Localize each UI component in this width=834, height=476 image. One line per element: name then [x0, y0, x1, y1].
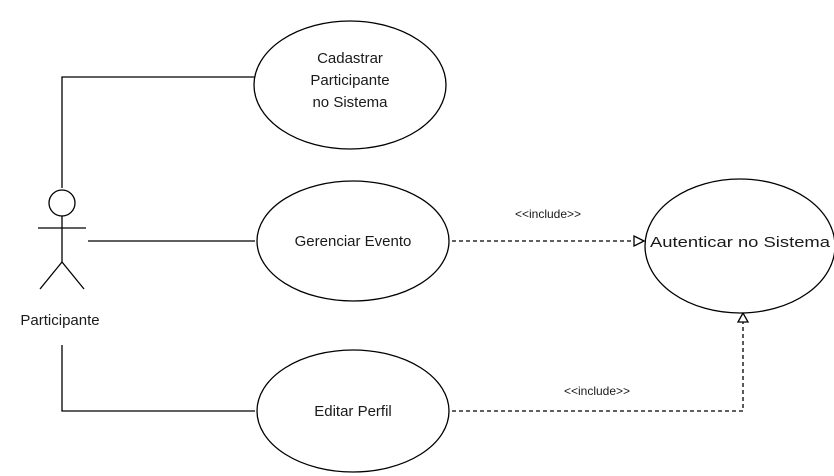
include-arrowhead-2: [736, 311, 750, 323]
use-case-cadastrar-line-1: Cadastrar: [317, 50, 383, 67]
include-label-1: <<include>>: [515, 207, 581, 221]
actor-participante: [38, 189, 86, 290]
association-editar: [61, 345, 255, 412]
include-line-editar-autenticar: [452, 321, 744, 412]
use-case-cadastrar-participante: [253, 20, 447, 150]
include-arrowhead-1: [633, 234, 646, 248]
association-cadastrar: [61, 76, 255, 188]
actor-right-leg: [61, 261, 85, 290]
actor-head: [48, 189, 76, 217]
use-case-cadastrar-line-2: Participante: [310, 72, 389, 89]
use-case-gerenciar-label: Gerenciar Evento: [295, 233, 412, 250]
use-case-cadastrar-line-3: no Sistema: [312, 94, 388, 111]
actor-left-leg: [39, 261, 63, 290]
use-case-editar-label: Editar Perfil: [314, 403, 392, 420]
use-case-autenticar-label: Autenticar no Sistema: [650, 234, 831, 251]
use-case-editar-perfil: [256, 349, 450, 473]
include-label-2: <<include>>: [564, 384, 630, 398]
actor-label: Participante: [20, 312, 99, 329]
use-case-autenticar: [644, 178, 834, 314]
use-case-gerenciar-evento: [256, 180, 450, 302]
